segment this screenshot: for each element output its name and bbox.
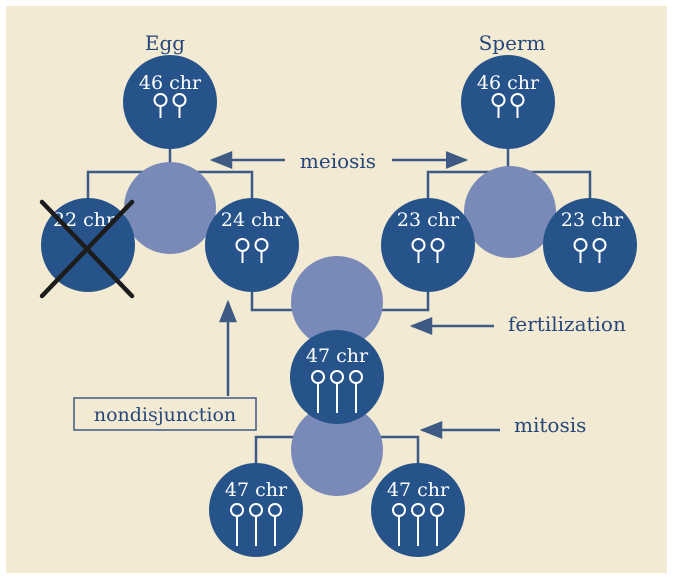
chromosome-count-label: 47 chr <box>306 345 369 367</box>
chromosome-count-label: 46 chr <box>139 72 202 94</box>
cell-body <box>123 55 217 149</box>
fertilization-label: fertilization <box>508 312 626 336</box>
meiosis-label: meiosis <box>300 149 376 173</box>
cell-sperm-gamete-a: 23 chr <box>381 198 475 292</box>
cell-egg-gamete: 24 chr <box>205 198 299 292</box>
mitosis-label: mitosis <box>514 413 586 437</box>
chromosome-count-label: 24 chr <box>221 209 284 231</box>
cell-sperm-parent: 46 chr <box>461 55 555 149</box>
cell-zygote: 47 chr <box>290 330 384 424</box>
sperm-meiosis-division-circle <box>464 166 556 258</box>
chromosome-count-label: 23 chr <box>561 209 624 231</box>
chromosome-count-label: 46 chr <box>477 72 540 94</box>
cell-body <box>461 55 555 149</box>
cell-daughter-a: 47 chr <box>209 463 303 557</box>
chromosome-count-label: 47 chr <box>225 479 288 501</box>
sperm-label: Sperm <box>479 31 546 55</box>
cell-egg-gamete-lost: 22 chr <box>41 198 135 296</box>
egg-meiosis-division-circle <box>124 162 216 254</box>
egg-label: Egg <box>145 31 185 55</box>
cell-sperm-gamete-b: 23 chr <box>543 198 637 292</box>
chromosome-count-label: 23 chr <box>397 209 460 231</box>
chromosome-count-label: 47 chr <box>387 479 450 501</box>
cell-egg-parent: 46 chr <box>123 55 217 149</box>
cell-daughter-b: 47 chr <box>371 463 465 557</box>
nondisjunction-label: nondisjunction <box>94 404 236 426</box>
